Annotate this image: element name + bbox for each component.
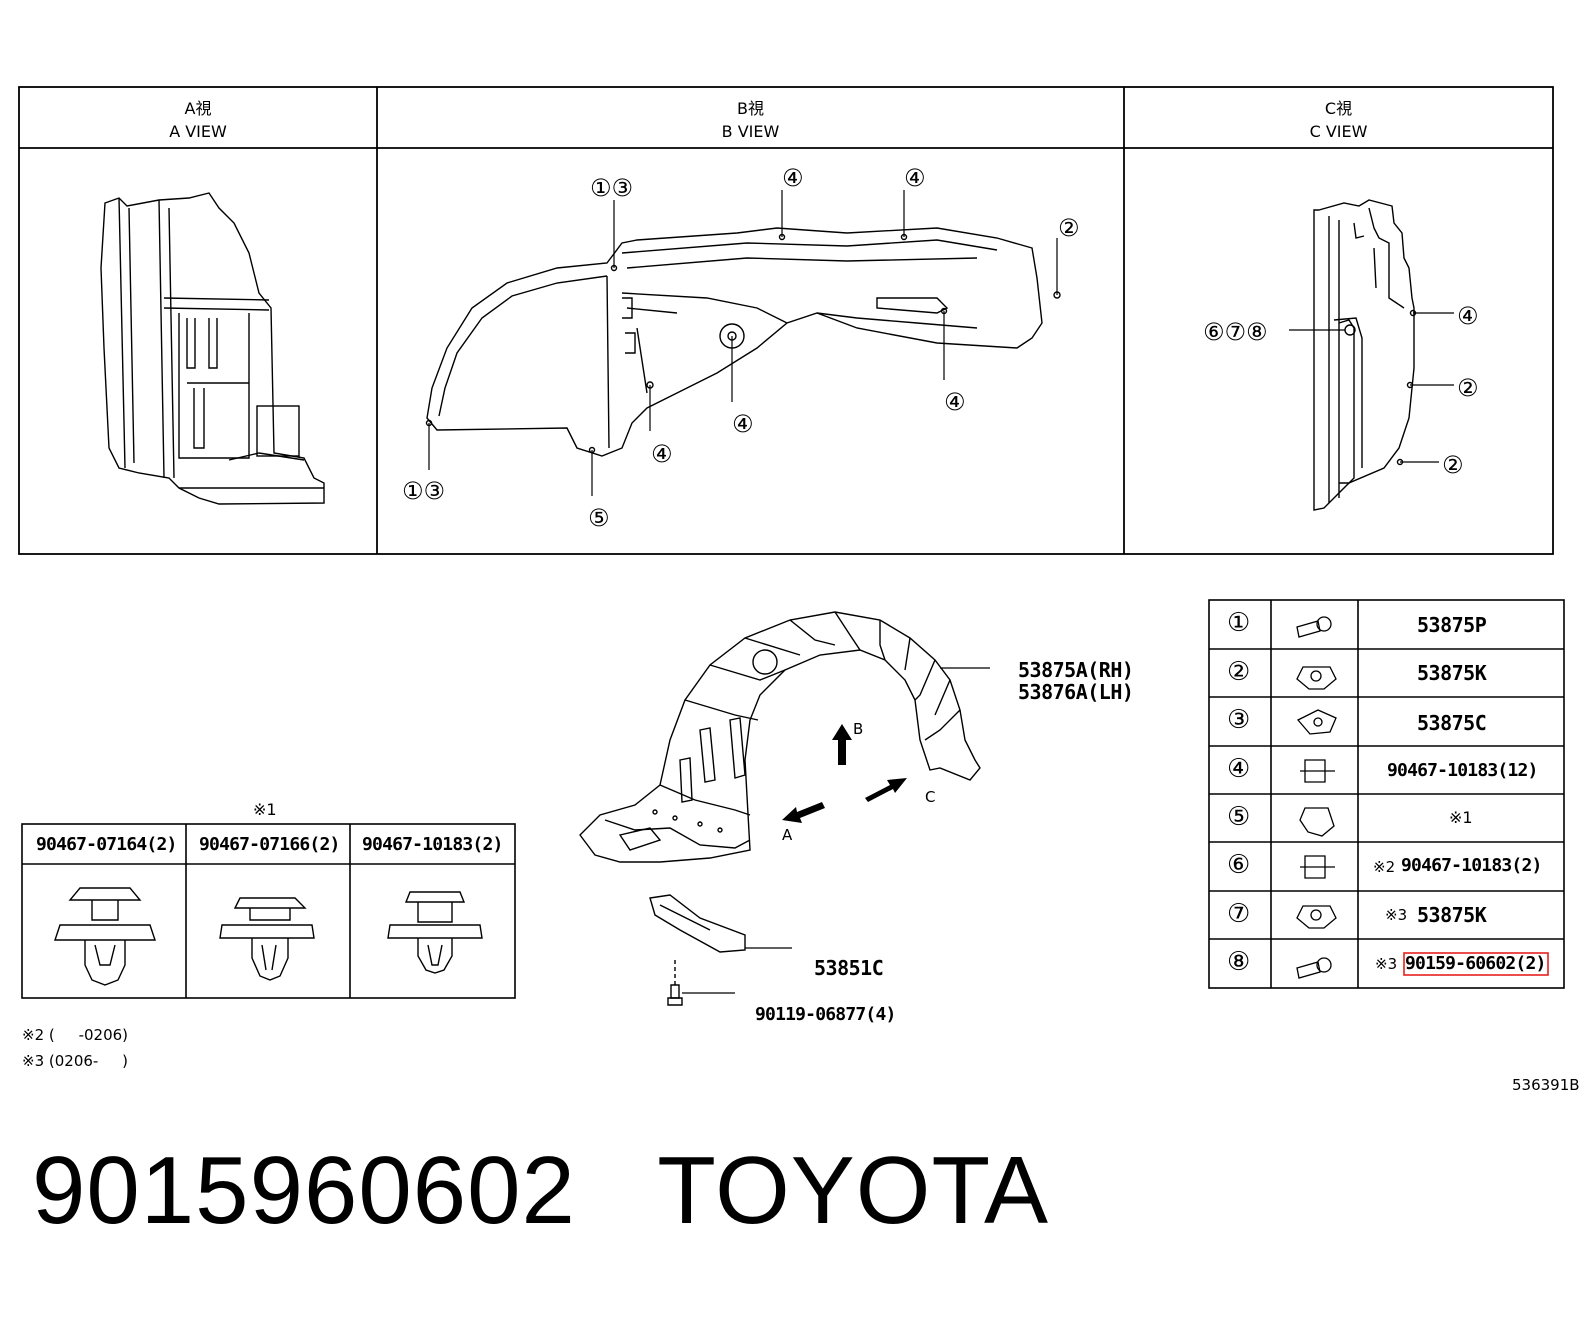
- a-view-title-jp: A視: [184, 99, 212, 118]
- parts-row-1: ① 53875P: [1209, 600, 1564, 649]
- row-mark-6: ※2: [1373, 858, 1396, 876]
- row-num-1: ①: [1227, 608, 1251, 638]
- drawing-code: 536391B: [1512, 1076, 1580, 1094]
- parts-row-4: ④ 90467-10183(12): [1209, 746, 1564, 794]
- parts-row-2: ② 53875K: [1209, 649, 1564, 697]
- parts-row-7: ⑦ ※3 53875K: [1209, 891, 1564, 939]
- clip-part-1: 90467-07164(2): [36, 834, 177, 855]
- parts-row-6: ⑥ ※2 90467-10183(2): [1209, 842, 1564, 891]
- note-2: ※2 ( -0206): [22, 1026, 129, 1044]
- b-callout-2: ②: [1058, 214, 1080, 242]
- b-callout-5: ⑤: [588, 504, 610, 532]
- row-mark-8: ※3: [1375, 955, 1398, 973]
- row-mark-5: ※1: [1449, 808, 1473, 827]
- clip-part-2: 90467-07166(2): [199, 834, 340, 855]
- arrow-label-a: A: [782, 826, 793, 844]
- row-num-3: ③: [1227, 705, 1251, 735]
- c-callout-2-a: ②: [1457, 374, 1479, 402]
- b-callout-1-3-bottom: ①③: [402, 477, 446, 505]
- parts-row-3: ③ 53875C: [1209, 697, 1564, 746]
- c-callout-2-b: ②: [1442, 451, 1464, 479]
- row-part-6: 90467-10183(2): [1401, 855, 1542, 876]
- b-callout-1-3-top: ①③: [590, 174, 634, 202]
- row-part-7: 53875K: [1417, 903, 1487, 927]
- row-num-6: ⑥: [1227, 850, 1251, 880]
- arrow-label-b: B: [853, 720, 864, 738]
- b-view-header: B視 B VIEW: [377, 97, 1124, 143]
- parts-row-5: ⑤ ※1: [1209, 794, 1564, 842]
- row-part-8-highlighted[interactable]: 90159-60602(2): [1405, 953, 1546, 974]
- c-view-drawing: [1289, 199, 1454, 511]
- row-num-2: ②: [1227, 657, 1251, 687]
- row-mark-7: ※3: [1385, 906, 1408, 924]
- footer-part-number: 9015960602: [32, 1137, 576, 1244]
- row-part-4: 90467-10183(12): [1387, 760, 1538, 781]
- footer-title: 9015960602 TOYOTA: [32, 1136, 1049, 1246]
- a-view-title-en: A VIEW: [169, 122, 227, 141]
- row-num-7: ⑦: [1227, 899, 1251, 929]
- b-view-title-en: B VIEW: [721, 122, 780, 141]
- bracket-label: 53851C: [814, 956, 884, 980]
- fender-liner-drawing: [579, 611, 990, 1006]
- row-num-8: ⑧: [1227, 947, 1251, 977]
- arrow-label-c: C: [925, 788, 936, 806]
- b-callout-4-c: ④: [651, 440, 673, 468]
- liner-label-lh: 53876A(LH): [1018, 680, 1134, 704]
- clip-part-3: 90467-10183(2): [362, 834, 503, 855]
- b-callout-4-a: ④: [782, 164, 804, 192]
- c-callout-4: ④: [1457, 302, 1479, 330]
- clip-group-mark: ※1: [253, 800, 277, 819]
- c-callout-6-7-8: ⑥⑦⑧: [1203, 318, 1268, 346]
- b-callout-4-e: ④: [944, 388, 966, 416]
- note-3: ※3 (0206- ): [22, 1052, 129, 1070]
- c-view-header: C視 C VIEW: [1124, 97, 1553, 143]
- bolt-label: 90119-06877(4): [755, 1004, 896, 1025]
- highlight-box: [1403, 952, 1549, 976]
- row-num-4: ④: [1227, 754, 1251, 784]
- a-view-header: A視 A VIEW: [19, 97, 377, 143]
- c-view-title-en: C VIEW: [1309, 122, 1368, 141]
- c-view-title-jp: C視: [1324, 99, 1353, 118]
- b-view-drawing: [425, 190, 1061, 496]
- a-view-drawing: [100, 192, 325, 505]
- row-part-3: 53875C: [1417, 711, 1487, 735]
- row-part-1: 53875P: [1417, 613, 1487, 637]
- footer-brand: TOYOTA: [657, 1137, 1050, 1244]
- b-callout-4-b: ④: [904, 164, 926, 192]
- b-callout-4-d: ④: [732, 410, 754, 438]
- parts-row-8: ⑧ ※3 90159-60602(2): [1209, 939, 1564, 988]
- row-num-5: ⑤: [1227, 802, 1251, 832]
- b-view-title-jp: B視: [737, 99, 764, 118]
- liner-label-rh: 53875A(RH): [1018, 658, 1134, 682]
- row-part-2: 53875K: [1417, 661, 1487, 685]
